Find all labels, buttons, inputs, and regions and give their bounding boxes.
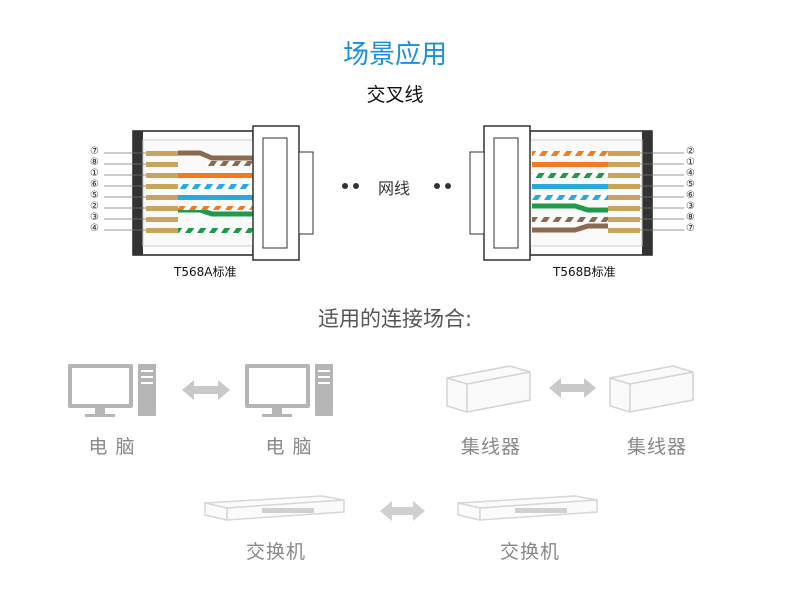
t568b-standard-label: T568B标准 xyxy=(553,265,616,279)
pin-label: ⑤ xyxy=(686,179,695,190)
pin-label: ⑧ xyxy=(90,157,99,168)
pin-label: ② xyxy=(90,201,99,212)
bidirectional-arrow-2 xyxy=(549,378,596,398)
left-wires xyxy=(178,150,255,233)
device-label-computer-1: 电 脑 xyxy=(88,436,136,458)
computer-icon-1 xyxy=(68,364,156,417)
t568a-standard-label: T568A标准 xyxy=(174,265,237,279)
device-label-switch-2: 交换机 xyxy=(499,541,560,563)
bidirectional-arrow-3 xyxy=(380,501,425,521)
right-leader-lines xyxy=(640,152,684,231)
right-wires xyxy=(532,151,608,233)
hub-icon-2 xyxy=(609,365,694,413)
bidirectional-arrow-1 xyxy=(182,380,230,400)
pin-label: ⑦ xyxy=(90,146,99,157)
page-title: 场景应用 xyxy=(342,40,447,70)
cable-label: 网线 xyxy=(378,179,411,198)
pin-label: ① xyxy=(686,157,695,168)
pin-label: ① xyxy=(90,168,99,179)
pin-label: ⑤ xyxy=(90,190,99,201)
right-rj45-connector xyxy=(469,125,684,261)
left-gold-pins xyxy=(146,151,178,233)
right-gold-pins xyxy=(608,151,640,233)
pin-label: ⑥ xyxy=(686,190,695,201)
switch-icon-1 xyxy=(204,495,345,521)
computer-icon-2 xyxy=(245,364,333,417)
left-leader-lines xyxy=(104,152,146,231)
section-title: 适用的连接场合: xyxy=(317,307,473,331)
hub-icon-1 xyxy=(446,365,531,413)
pin-label: ⑦ xyxy=(686,223,695,234)
cable-type-subtitle: 交叉线 xyxy=(366,84,424,106)
left-pin-labels: ⑦ ⑧ ① ⑥ ⑤ ② ③ ④ xyxy=(90,146,104,234)
pin-label: ③ xyxy=(686,201,695,212)
pin-label: ③ xyxy=(90,212,99,223)
switch-icon-2 xyxy=(457,495,598,521)
pin-label: ④ xyxy=(686,168,695,179)
pin-label: ⑥ xyxy=(90,179,99,190)
pin-label: ⑧ xyxy=(686,212,695,223)
right-pin-labels: ② ① ④ ⑤ ⑥ ③ ⑧ ⑦ xyxy=(686,146,700,234)
device-label-hub-2: 集线器 xyxy=(626,436,687,458)
device-label-switch-1: 交换机 xyxy=(245,541,306,563)
pin-label: ② xyxy=(686,146,695,157)
cable-dots xyxy=(342,183,451,189)
device-label-computer-2: 电 脑 xyxy=(265,436,313,458)
device-label-hub-1: 集线器 xyxy=(460,436,521,458)
pin-label: ④ xyxy=(90,223,99,234)
left-rj45-connector xyxy=(104,125,314,261)
